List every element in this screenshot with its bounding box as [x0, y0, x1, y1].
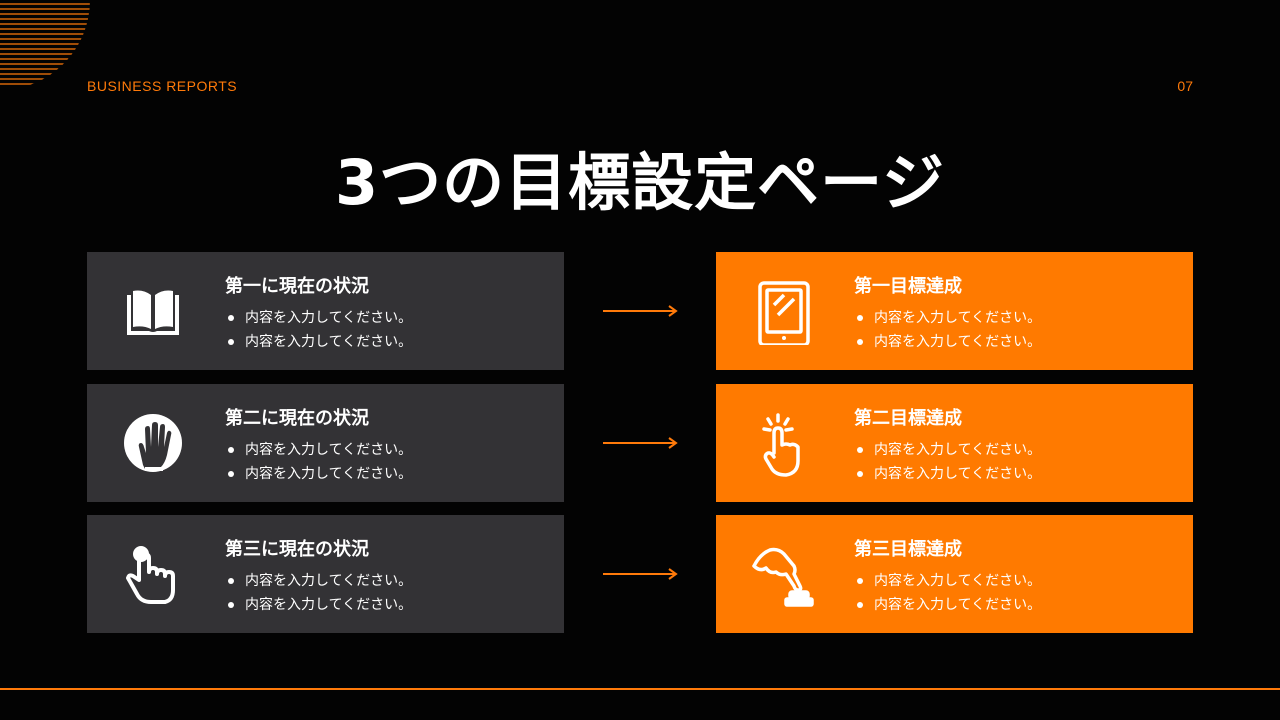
card-heading: 第三目標達成: [854, 539, 962, 560]
goal-card-1: 第一目標達成 内容を入力してください。 内容を入力してください。: [716, 252, 1193, 370]
bullet-item: 内容を入力してください。: [225, 438, 412, 462]
bullet-list: 内容を入力してください。 内容を入力してください。: [854, 306, 1041, 354]
book-icon: [127, 290, 179, 335]
tap-hand-icon: [126, 546, 175, 604]
current-status-card-1: 第一に現在の状況 内容を入力してください。 内容を入力してください。: [87, 252, 564, 370]
current-status-card-3: 第三に現在の状況 内容を入力してください。 内容を入力してください。: [87, 515, 564, 633]
goal-card-3: 第三目標達成 内容を入力してください。 内容を入力してください。: [716, 515, 1193, 633]
arrow-right-icon: [603, 437, 678, 449]
card-heading: 第三に現在の状況: [225, 539, 369, 560]
bullet-list: 内容を入力してください。 内容を入力してください。: [854, 438, 1041, 486]
page-title: 3つの目標設定ページ: [335, 146, 945, 219]
page-number: 07: [1177, 78, 1193, 94]
bullet-list: 内容を入力してください。 内容を入力してください。: [225, 569, 412, 617]
bullet-list: 内容を入力してください。 内容を入力してください。: [854, 569, 1041, 617]
bullet-item: 内容を入力してください。: [854, 306, 1041, 330]
arrow-right-icon: [603, 568, 678, 580]
brand-label: BUSINESS REPORTS: [87, 78, 238, 94]
card-heading: 第一に現在の状況: [225, 276, 369, 297]
bullet-item: 内容を入力してください。: [854, 438, 1041, 462]
bullet-list: 内容を入力してください。 内容を入力してください。: [225, 306, 412, 354]
bullet-item: 内容を入力してください。: [854, 330, 1041, 354]
press-button-icon: [752, 547, 814, 607]
bullet-list: 内容を入力してください。 内容を入力してください。: [225, 438, 412, 486]
bullet-item: 内容を入力してください。: [225, 593, 412, 617]
bullet-item: 内容を入力してください。: [854, 569, 1041, 593]
bullet-item: 内容を入力してください。: [225, 330, 412, 354]
bullet-item: 内容を入力してください。: [225, 569, 412, 593]
arrow-right-icon: [603, 305, 678, 317]
current-status-card-2: 第二に現在の状況 内容を入力してください。 内容を入力してください。: [87, 384, 564, 502]
card-heading: 第二目標達成: [854, 408, 962, 429]
tablet-icon: [758, 281, 810, 345]
corner-stripe-decoration: [0, 3, 90, 85]
bullet-item: 内容を入力してください。: [225, 306, 412, 330]
bullet-item: 内容を入力してください。: [225, 462, 412, 486]
finger-click-icon: [762, 413, 800, 477]
bullet-item: 内容を入力してください。: [854, 462, 1041, 486]
card-heading: 第一目標達成: [854, 276, 962, 297]
footer-divider: [0, 688, 1280, 690]
bullet-item: 内容を入力してください。: [854, 593, 1041, 617]
hand-icon: [124, 414, 182, 472]
card-heading: 第二に現在の状況: [225, 408, 369, 429]
goal-card-2: 第二目標達成 内容を入力してください。 内容を入力してください。: [716, 384, 1193, 502]
